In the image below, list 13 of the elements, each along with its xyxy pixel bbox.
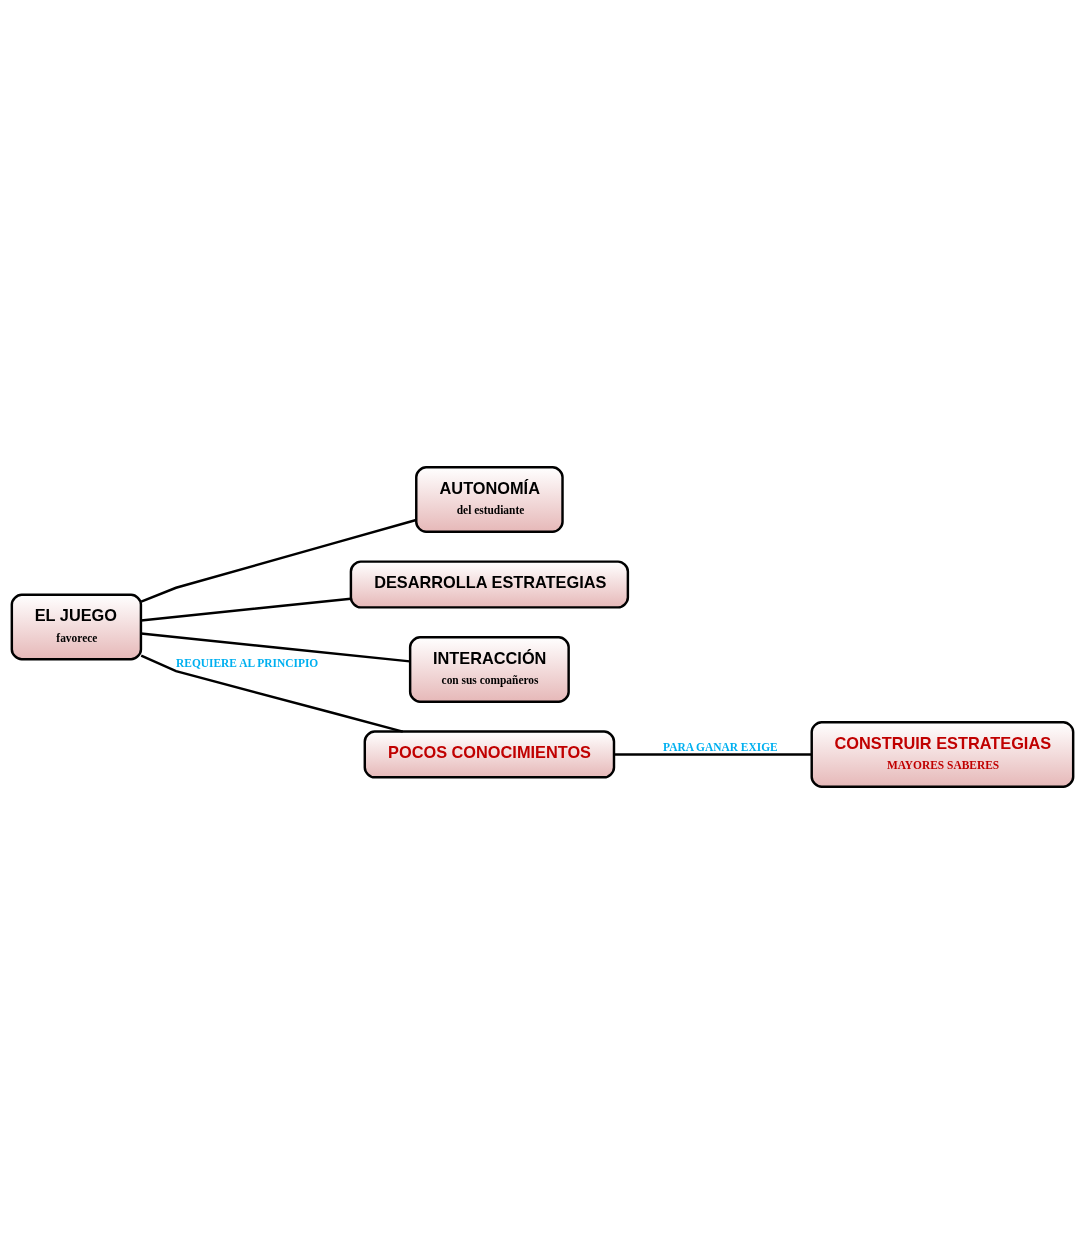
edge-label: PARA GANAR EXIGE <box>663 740 778 753</box>
connector <box>140 597 351 622</box>
connector <box>614 753 812 756</box>
connector <box>140 632 410 663</box>
node-box: POCOS CONOCIMIENTOS <box>363 730 616 779</box>
node-box: EL JUEGO favorece <box>10 593 143 661</box>
connector <box>140 518 417 603</box>
node-box: CONSTRUIR ESTRATEGIAS MAYORES SABERES <box>810 720 1075 788</box>
connector <box>140 654 404 733</box>
node-box: DESARROLLA ESTRATEGIAS <box>349 560 630 609</box>
node-box: AUTONOMÍA del estudiante <box>415 466 564 534</box>
node-box: INTERACCIÓN con sus compañeros <box>408 636 570 703</box>
edge-label: REQUIERE AL PRINCIPIO <box>176 657 319 670</box>
